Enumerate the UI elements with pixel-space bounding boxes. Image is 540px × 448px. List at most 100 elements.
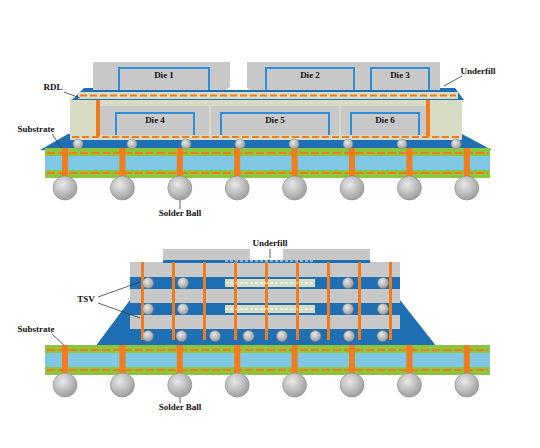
die-gap bbox=[209, 106, 211, 135]
solder-ball bbox=[283, 176, 307, 200]
substrate-via bbox=[119, 345, 125, 375]
part-label: RDL bbox=[43, 83, 62, 93]
substrate bbox=[45, 345, 490, 375]
substrate-via bbox=[292, 148, 298, 178]
bond-pad-strip bbox=[225, 279, 315, 287]
die-body bbox=[247, 62, 440, 90]
die-box: Die 5 bbox=[220, 112, 330, 135]
substrate-trace bbox=[47, 349, 488, 351]
micro-bump bbox=[235, 139, 245, 149]
rdl-layer bbox=[78, 92, 458, 99]
die-body bbox=[97, 106, 430, 135]
part-label: Solder Ball bbox=[159, 403, 202, 413]
substrate-via bbox=[406, 148, 412, 178]
part-label: TSV bbox=[77, 295, 95, 305]
die-label: Die 4 bbox=[117, 114, 193, 126]
substrate-via bbox=[349, 345, 355, 375]
tsv bbox=[265, 262, 268, 340]
through-via bbox=[96, 100, 100, 136]
rdl-layer bbox=[70, 98, 462, 136]
substrate-trace bbox=[47, 369, 488, 371]
leader-line bbox=[64, 92, 80, 98]
solder-ball bbox=[455, 373, 479, 397]
substrate-via bbox=[177, 345, 183, 375]
tsv bbox=[234, 262, 237, 340]
tsv bbox=[203, 262, 206, 340]
tsv bbox=[389, 262, 392, 340]
through-via bbox=[426, 100, 430, 136]
micro-bump bbox=[377, 331, 388, 342]
repeated-parts bbox=[45, 139, 490, 397]
micro-bump bbox=[343, 278, 354, 289]
leader-line bbox=[52, 134, 62, 149]
die-label: Die 3 bbox=[372, 69, 428, 81]
micro-bump bbox=[243, 331, 254, 342]
solder-ball bbox=[168, 176, 192, 200]
tsv bbox=[172, 262, 175, 340]
substrate-via bbox=[234, 148, 240, 178]
dashed-interface bbox=[225, 309, 315, 310]
solder-ball bbox=[53, 176, 77, 200]
substrate-core bbox=[45, 156, 490, 170]
die-label: Die 6 bbox=[352, 114, 418, 126]
micro-bump bbox=[343, 304, 354, 315]
bond-pad-strip bbox=[225, 305, 315, 313]
micro-bump bbox=[181, 139, 191, 149]
part-label: Solder Ball bbox=[159, 209, 202, 219]
die-label: Die 2 bbox=[267, 69, 353, 81]
leader-line bbox=[98, 282, 140, 297]
tsv bbox=[327, 262, 330, 340]
solder-ball bbox=[110, 176, 134, 200]
micro-bump bbox=[378, 304, 389, 315]
micro-bump bbox=[176, 331, 187, 342]
substrate-via bbox=[62, 345, 68, 375]
micro-bump bbox=[397, 139, 407, 149]
micro-bump bbox=[178, 304, 189, 315]
substrate-core bbox=[45, 353, 490, 367]
micro-bump bbox=[210, 331, 221, 342]
underfill bbox=[40, 134, 492, 150]
substrate bbox=[45, 148, 490, 178]
die-box: Die 1 bbox=[118, 67, 210, 90]
substrate-via bbox=[177, 148, 183, 178]
micro-bump bbox=[277, 331, 288, 342]
substrate-trace bbox=[47, 152, 488, 154]
substrate-via bbox=[292, 345, 298, 375]
solder-ball bbox=[455, 176, 479, 200]
micro-bump bbox=[310, 331, 321, 342]
solder-ball bbox=[340, 373, 364, 397]
micro-bump bbox=[378, 278, 389, 289]
solder-ball bbox=[225, 176, 249, 200]
die-label: Die 5 bbox=[222, 114, 328, 126]
rdl-trace bbox=[72, 136, 460, 138]
micro-bump bbox=[289, 139, 299, 149]
dashed-interface bbox=[225, 283, 315, 284]
micro-bump bbox=[143, 331, 154, 342]
substrate-via bbox=[349, 148, 355, 178]
solder-ball bbox=[340, 176, 364, 200]
solder-ball bbox=[397, 176, 421, 200]
leader-line bbox=[444, 76, 462, 86]
micro-bump bbox=[73, 139, 83, 149]
solder-ball bbox=[110, 373, 134, 397]
part-label: Substrate bbox=[17, 325, 54, 335]
solder-ball bbox=[397, 373, 421, 397]
micro-bump bbox=[143, 278, 154, 289]
micro-bump bbox=[343, 139, 353, 149]
die-box: Die 3 bbox=[370, 67, 430, 90]
part-label: Substrate bbox=[17, 125, 54, 135]
tsv bbox=[358, 262, 361, 340]
leader-line bbox=[180, 199, 181, 209]
part-label: Underfill bbox=[253, 239, 288, 249]
tsv bbox=[296, 262, 299, 340]
substrate-via bbox=[464, 148, 470, 178]
die-body bbox=[93, 62, 230, 90]
substrate-via bbox=[62, 148, 68, 178]
die-box: Die 6 bbox=[350, 112, 420, 135]
substrate-via bbox=[464, 345, 470, 375]
die-box: Die 4 bbox=[115, 112, 195, 135]
solder-ball bbox=[168, 373, 192, 397]
substrate-via bbox=[406, 345, 412, 375]
die-gap bbox=[339, 106, 341, 135]
